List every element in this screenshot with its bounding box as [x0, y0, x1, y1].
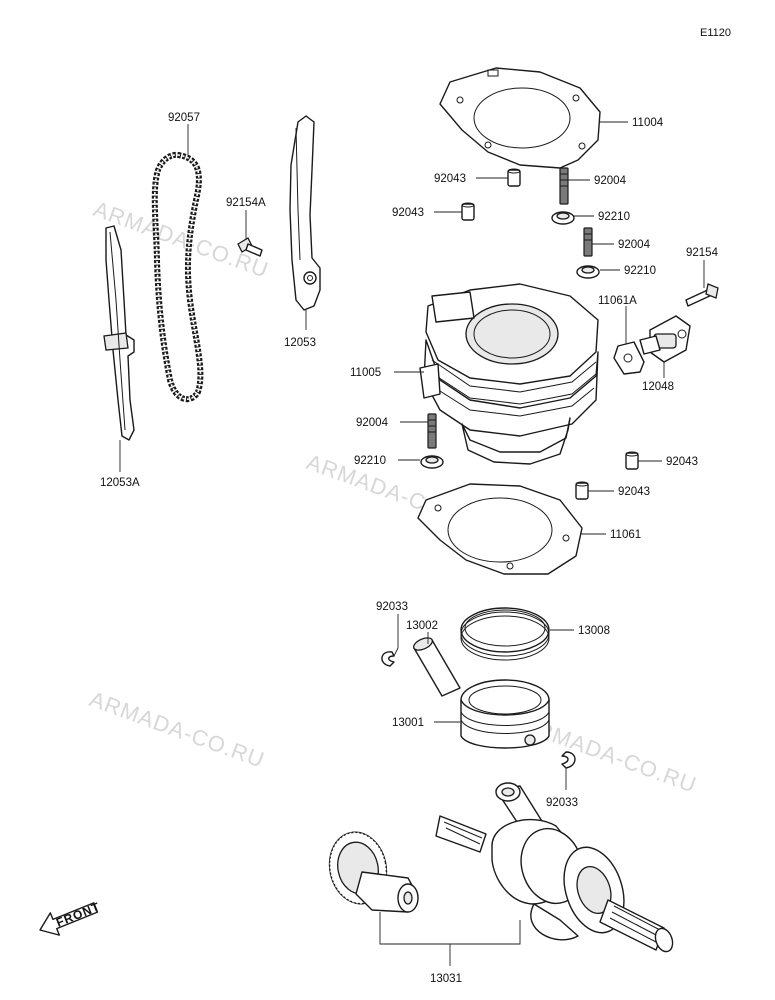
- dowel-pin-2[interactable]: [461, 202, 475, 221]
- piston[interactable]: [460, 679, 550, 749]
- label-92043-4[interactable]: 92043: [618, 486, 650, 498]
- label-13001[interactable]: 13001: [392, 717, 424, 729]
- cylinder-block[interactable]: [419, 283, 599, 465]
- piston-ring-set[interactable]: [460, 607, 550, 661]
- diagram-code: E1120: [700, 27, 731, 39]
- piston-pin-circlip-1[interactable]: [381, 651, 395, 667]
- label-92033-1[interactable]: 92033: [376, 601, 408, 613]
- cam-chain-tensioner[interactable]: [639, 315, 691, 363]
- chain-guide-a[interactable]: [103, 225, 135, 441]
- label-92004-1[interactable]: 92004: [594, 175, 627, 187]
- cylinder-base-gasket[interactable]: [417, 483, 583, 575]
- bolt-92154a[interactable]: [237, 237, 263, 257]
- label-92210-3[interactable]: 92210: [354, 455, 386, 467]
- timing-chain[interactable]: [151, 151, 204, 403]
- label-11061[interactable]: 11061: [610, 529, 641, 541]
- flange-nut-2[interactable]: [576, 265, 600, 279]
- front-direction-arrow: FRONT: [39, 899, 102, 936]
- label-92043-3[interactable]: 92043: [666, 456, 698, 468]
- label-92043-2[interactable]: 92043: [392, 207, 424, 219]
- dowel-pin-4[interactable]: [575, 481, 589, 500]
- label-11004[interactable]: 11004: [632, 117, 664, 129]
- label-92043-1[interactable]: 92043: [434, 173, 466, 185]
- label-12053A[interactable]: 12053A: [100, 477, 140, 489]
- watermark-3: ARMADA-CO.RU: [86, 686, 268, 773]
- piston-pin-circlip-2[interactable]: [561, 751, 576, 769]
- stud-2[interactable]: [583, 227, 593, 257]
- head-gasket[interactable]: [439, 67, 601, 169]
- label-12048[interactable]: 12048: [642, 381, 674, 393]
- chain-guide[interactable]: [289, 115, 321, 311]
- dowel-pin-1[interactable]: [507, 168, 521, 187]
- label-92210-1[interactable]: 92210: [598, 211, 630, 223]
- label-13031[interactable]: 13031: [430, 973, 462, 985]
- label-92033-2[interactable]: 92033: [546, 797, 578, 809]
- label-92004-3[interactable]: 92004: [356, 417, 389, 429]
- label-13008[interactable]: 13008: [578, 625, 610, 637]
- label-11005[interactable]: 11005: [350, 367, 381, 379]
- front-label: FRONT: [54, 899, 102, 929]
- label-92004-2[interactable]: 92004: [618, 239, 651, 251]
- crankshaft[interactable]: [435, 782, 676, 954]
- flange-nut-3[interactable]: [420, 455, 444, 469]
- label-11061A[interactable]: 11061A: [598, 295, 637, 307]
- label-92057[interactable]: 92057: [168, 112, 200, 124]
- tensioner-gasket[interactable]: [613, 341, 645, 375]
- balancer-gear-assembly[interactable]: [323, 827, 419, 913]
- label-92210-2[interactable]: 92210: [624, 265, 656, 277]
- label-12053[interactable]: 12053: [284, 337, 316, 349]
- label-92154A[interactable]: 92154A: [226, 197, 266, 209]
- stud-3[interactable]: [427, 413, 437, 449]
- dowel-pin-3[interactable]: [625, 451, 639, 470]
- bolt-92154[interactable]: [685, 283, 719, 307]
- piston-pin[interactable]: [412, 635, 461, 697]
- label-92154[interactable]: 92154: [686, 247, 719, 259]
- flange-nut-1[interactable]: [551, 211, 575, 225]
- stud-1[interactable]: [559, 167, 569, 205]
- label-13002[interactable]: 13002: [406, 620, 438, 632]
